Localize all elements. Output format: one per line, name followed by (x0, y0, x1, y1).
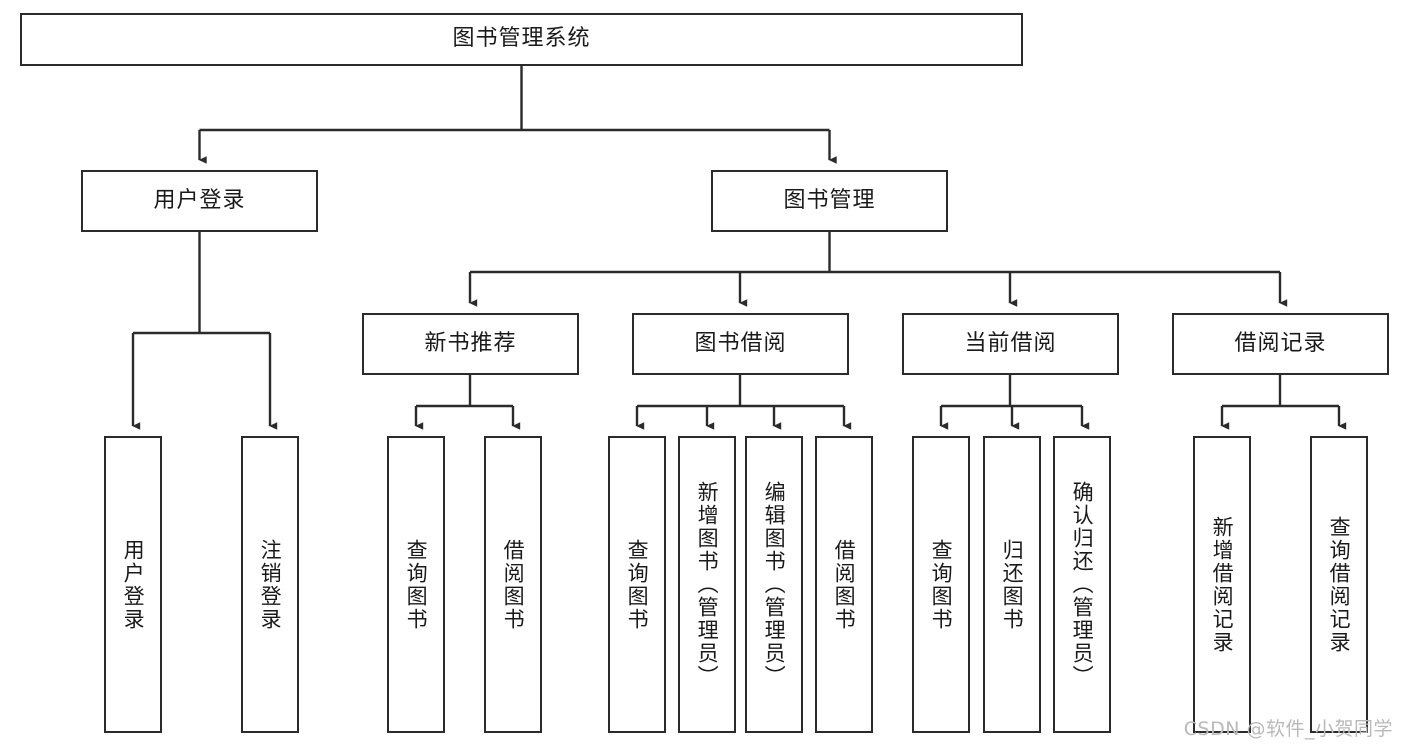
node-leaf-query-book-3[interactable]: 查询图书 (912, 436, 970, 733)
node-leaf-query-book-2-label: 查询图书 (625, 538, 650, 631)
node-book-manage-label: 图书管理 (783, 187, 876, 213)
edge-group-borrow-record (1220, 375, 1347, 430)
node-leaf-query-borrow-record[interactable]: 查询借阅记录 (1310, 436, 1368, 733)
node-leaf-borrow-book-1-label: 借阅图书 (501, 538, 526, 631)
node-book-manage[interactable]: 图书管理 (711, 170, 948, 232)
node-book-borrow[interactable]: 图书借阅 (632, 313, 849, 375)
node-leaf-query-book-1-label: 查询图书 (404, 538, 429, 631)
node-book-borrow-label: 图书借阅 (694, 330, 787, 356)
node-borrow-record[interactable]: 借阅记录 (1172, 313, 1389, 375)
edge-group-book-manage (468, 232, 1288, 307)
csdn-watermark: CSDN @软件_小贺同学 (1183, 718, 1393, 740)
node-leaf-user-logout[interactable]: 注销登录 (241, 436, 299, 733)
node-root[interactable]: 图书管理系统 (20, 13, 1023, 66)
node-current-borrow-label: 当前借阅 (964, 330, 1057, 356)
node-leaf-query-book-3-label: 查询图书 (929, 538, 954, 631)
node-user-login[interactable]: 用户登录 (81, 170, 318, 232)
node-leaf-query-borrow-record-label: 查询借阅记录 (1327, 515, 1352, 654)
node-borrow-record-label: 借阅记录 (1234, 330, 1327, 356)
edge-group-book-borrow (635, 375, 852, 430)
edge-group-root (198, 66, 837, 164)
node-leaf-edit-book-admin[interactable]: 编辑图书（管理员） (745, 436, 803, 733)
node-leaf-return-book-label: 归还图书 (1000, 538, 1025, 631)
node-root-label: 图书管理系统 (452, 26, 591, 52)
edge-group-user-login (131, 232, 278, 430)
edge-group-new-book-recommend (414, 375, 521, 430)
node-leaf-query-book-1[interactable]: 查询图书 (387, 436, 445, 733)
node-leaf-add-borrow-record-label: 新增借阅记录 (1210, 515, 1235, 654)
node-leaf-add-book-admin[interactable]: 新增图书（管理员） (678, 436, 736, 733)
node-current-borrow[interactable]: 当前借阅 (902, 313, 1119, 375)
node-leaf-edit-book-admin-label: 编辑图书（管理员） (762, 481, 787, 688)
node-leaf-query-book-2[interactable]: 查询图书 (608, 436, 666, 733)
node-leaf-user-logout-label: 注销登录 (258, 538, 283, 631)
node-leaf-user-login[interactable]: 用户登录 (104, 436, 162, 733)
node-leaf-borrow-book-2[interactable]: 借阅图书 (815, 436, 873, 733)
node-new-book-recommend-label: 新书推荐 (424, 330, 517, 356)
node-user-login-label: 用户登录 (153, 187, 246, 213)
node-leaf-confirm-return-admin-label: 确认归还（管理员） (1070, 481, 1095, 688)
node-leaf-borrow-book-2-label: 借阅图书 (832, 538, 857, 631)
node-leaf-confirm-return-admin[interactable]: 确认归还（管理员） (1053, 436, 1111, 733)
node-leaf-user-login-label: 用户登录 (121, 538, 146, 631)
node-leaf-add-borrow-record[interactable]: 新增借阅记录 (1193, 436, 1251, 733)
edge-group-current-borrow (939, 375, 1090, 430)
node-leaf-borrow-book-1[interactable]: 借阅图书 (484, 436, 542, 733)
node-leaf-return-book[interactable]: 归还图书 (983, 436, 1041, 733)
node-new-book-recommend[interactable]: 新书推荐 (362, 313, 579, 375)
node-leaf-add-book-admin-label: 新增图书（管理员） (695, 481, 720, 688)
